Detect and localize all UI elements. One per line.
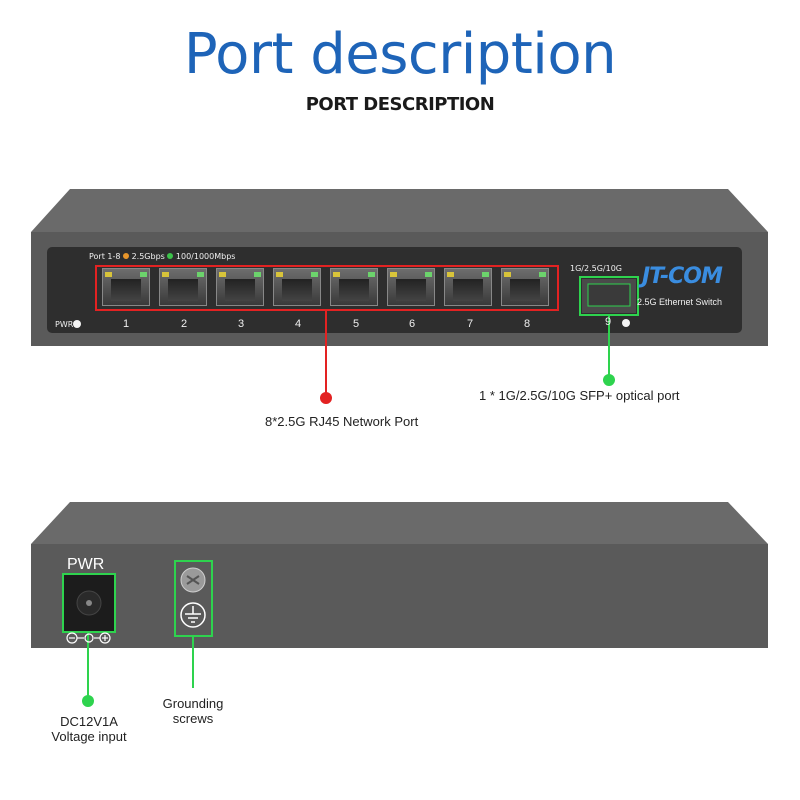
rj45-port-5 [330, 268, 378, 306]
power-callout-line1: DC12V1A [60, 714, 118, 729]
rj45-port-3 [216, 268, 264, 306]
rear-pwr-label: PWR [67, 556, 105, 573]
port-number-6: 6 [408, 318, 416, 330]
port-number-1: 1 [122, 318, 130, 330]
legend-speed-a: 2.5Gbps [131, 252, 165, 261]
rear-chassis-face [31, 544, 768, 648]
pwr-led [73, 320, 81, 328]
model-label: 2.5G Ethernet Switch [637, 297, 723, 307]
port-number-2: 2 [180, 318, 188, 330]
ground-callout-line1: Grounding [162, 696, 224, 711]
sfp-port-number: 9 [604, 316, 612, 328]
rj45-port-4 [273, 268, 321, 306]
rear-chassis-top [31, 502, 768, 544]
rj45-callout-dot [320, 392, 332, 404]
page-subtitle: PORT DESCRIPTION [305, 94, 495, 115]
polarity-symbol [66, 632, 111, 644]
sfp-callout-dot [603, 374, 615, 386]
rj45-port-2 [159, 268, 207, 306]
sfp-speed-label: 1G/2.5G/10G [570, 264, 622, 273]
power-callout-text: DC12V1A Voltage input [50, 714, 128, 744]
front-chassis-top [31, 189, 768, 232]
brand-logo: JT-COM [642, 264, 723, 289]
ground-callout-text: Grounding screws [153, 696, 233, 726]
rj45-port-7 [444, 268, 492, 306]
legend-speed-b: 100/1000Mbps [175, 252, 236, 261]
rj45-port-8 [501, 268, 549, 306]
port-legend: Port 1-8 2.5Gbps 100/1000Mbps [89, 252, 235, 261]
legend-green-dot [167, 253, 174, 259]
port-number-5: 5 [352, 318, 360, 330]
legend-orange-dot [123, 253, 130, 259]
page-title: Port description [183, 22, 617, 87]
port-number-8: 8 [523, 318, 531, 330]
legend-port-range: Port 1-8 [89, 252, 121, 261]
ground-callout-line2: screws [172, 711, 214, 726]
rj45-port-1 [102, 268, 150, 306]
sfp-callout-text: 1 * 1G/2.5G/10G SFP+ optical port [479, 388, 680, 403]
port-number-7: 7 [466, 318, 474, 330]
power-callout-line2: Voltage input [51, 729, 127, 744]
port-number-3: 3 [237, 318, 245, 330]
power-callout-dot [82, 695, 94, 707]
sfp-led [622, 319, 630, 327]
port-number-4: 4 [294, 318, 302, 330]
rj45-port-6 [387, 268, 435, 306]
front-pwr-label: PWR [55, 320, 74, 329]
rj45-callout-text: 8*2.5G RJ45 Network Port [265, 414, 419, 429]
ground-symbol-icon [180, 602, 206, 628]
